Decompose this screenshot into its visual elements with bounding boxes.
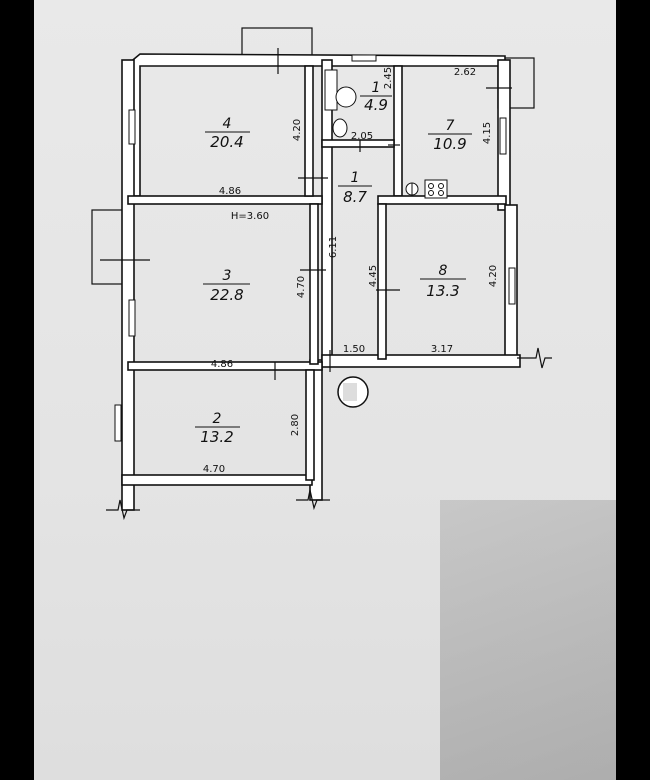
staircase-icon bbox=[337, 376, 369, 408]
exterior-walls bbox=[121, 53, 521, 511]
room-area: 4.9 bbox=[364, 96, 388, 114]
room-3-label: 3 22.8 bbox=[203, 268, 250, 304]
break-markers bbox=[106, 347, 552, 521]
side-annex bbox=[91, 209, 127, 285]
room-number: 8 bbox=[439, 263, 448, 279]
dim-bath-width: 2.05 bbox=[351, 131, 373, 142]
dim-room8-width: 3.17 bbox=[431, 344, 453, 355]
room-1b-label: 1 8.7 bbox=[338, 170, 372, 206]
interior-walls bbox=[127, 65, 507, 481]
dim-bath-height: 2.45 bbox=[383, 67, 394, 89]
door-marks bbox=[100, 48, 512, 380]
dim-room2-width: 4.70 bbox=[203, 464, 225, 475]
room-number: 1 bbox=[351, 170, 360, 186]
room-number: 2 bbox=[213, 411, 222, 427]
room-area: 10.9 bbox=[433, 135, 466, 153]
room-number: 7 bbox=[446, 118, 455, 134]
room-1a-label: 1 4.9 bbox=[360, 80, 392, 114]
dim-room3-width: 4.86 bbox=[211, 359, 233, 370]
dim-room8-left: 4.45 bbox=[368, 265, 379, 287]
room-area: 13.3 bbox=[426, 282, 459, 300]
room-8-label: 8 13.3 bbox=[420, 263, 466, 300]
room-area: 20.4 bbox=[210, 133, 243, 151]
windows bbox=[114, 54, 516, 442]
room-number: 3 bbox=[223, 268, 232, 284]
room-number: 1 bbox=[372, 80, 381, 96]
ceiling-height: H=3.60 bbox=[231, 211, 269, 222]
paper-shadow bbox=[440, 500, 616, 780]
gas-meter-icon bbox=[405, 182, 419, 196]
room-area: 8.7 bbox=[343, 188, 367, 206]
dim-room7-width: 2.62 bbox=[454, 67, 476, 78]
room-area: 13.2 bbox=[200, 428, 233, 446]
dim-corridor-length: 6.11 bbox=[328, 236, 339, 258]
dim-room4-width: 4.86 bbox=[219, 186, 241, 197]
stove-icon bbox=[424, 179, 448, 199]
bathroom-fixtures bbox=[324, 69, 357, 138]
dim-room2-height: 2.80 bbox=[290, 414, 301, 436]
dim-room8-height: 4.20 bbox=[488, 265, 499, 287]
dim-room3-height: 4.70 bbox=[296, 276, 307, 298]
dim-corridor-width: 1.50 bbox=[343, 344, 365, 355]
dim-room7-height: 4.15 bbox=[482, 122, 493, 144]
room-area: 22.8 bbox=[210, 286, 243, 304]
dim-room4-height: 4.20 bbox=[292, 119, 303, 141]
room-4-label: 4 20.4 bbox=[205, 116, 250, 151]
room-2-label: 2 13.2 bbox=[195, 411, 240, 446]
room-7-label: 7 10.9 bbox=[428, 118, 472, 153]
room-number: 4 bbox=[223, 116, 232, 132]
